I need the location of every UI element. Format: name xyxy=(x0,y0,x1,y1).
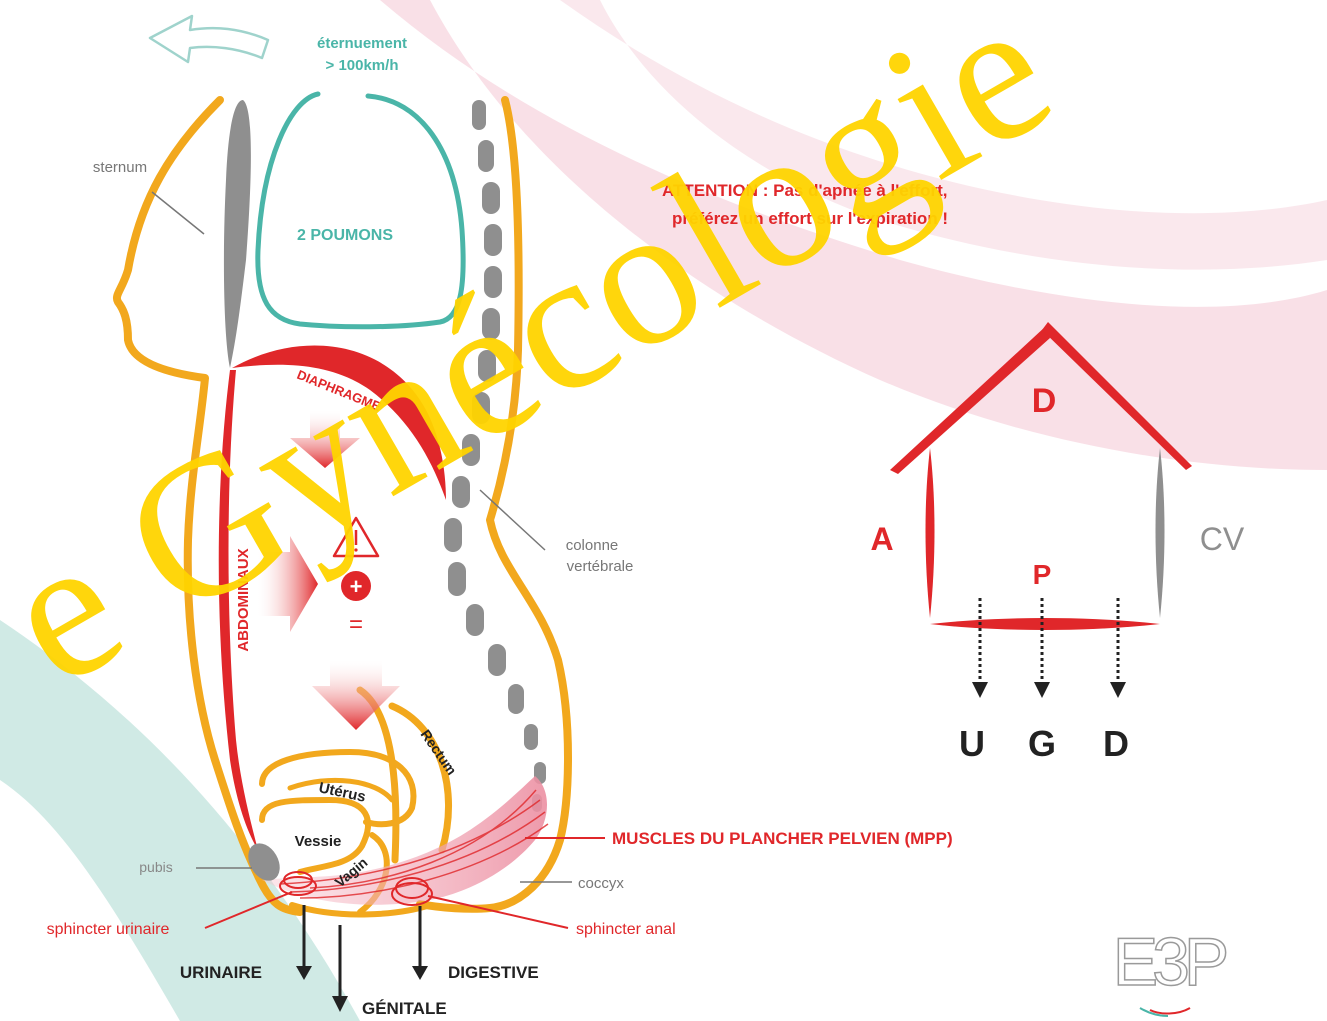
schema-output-g: G xyxy=(1028,723,1056,764)
sternum-bone xyxy=(224,100,251,368)
urinary-sphincter-label: sphincter urinaire xyxy=(47,921,170,938)
schema-wall-right xyxy=(1156,448,1165,618)
urinary-output-label: URINAIRE xyxy=(180,963,262,982)
schema-output-arrows xyxy=(980,598,1118,682)
equals-sign: = xyxy=(349,611,363,638)
e3p-logo: E3P xyxy=(1113,924,1226,1016)
logo-text: E3P xyxy=(1113,924,1226,1000)
sternum-label: sternum xyxy=(93,159,147,176)
pelvic-floor-label: MUSCLES DU PLANCHER PELVIEN (MPP) xyxy=(612,829,953,848)
genital-output-label: GÉNITALE xyxy=(362,999,447,1018)
sneeze-label-line1: éternuement xyxy=(317,35,407,52)
schema-floor xyxy=(930,618,1160,630)
schema-left-label: A xyxy=(870,521,893,557)
rectum-tube xyxy=(392,706,449,850)
rectum-label: Rectum xyxy=(418,727,461,778)
schema-output-u: U xyxy=(959,723,985,764)
plus-sign: + xyxy=(350,574,363,599)
anal-sphincter-pointer xyxy=(428,896,568,928)
coccyx-label: coccyx xyxy=(578,875,624,892)
lungs-label: 2 POUMONS xyxy=(297,227,393,244)
pressure-arrow-down-bottom xyxy=(312,660,400,730)
schema-right-label: CV xyxy=(1200,521,1245,557)
bladder-label: Vessie xyxy=(295,833,342,850)
schema-roof-label: D xyxy=(1032,382,1057,420)
sneeze-arrow-icon xyxy=(150,16,268,62)
schema-floor-label: P xyxy=(1033,559,1052,590)
schema-wall-left xyxy=(926,448,935,618)
spine-label-line2: vertébrale xyxy=(567,558,634,575)
digestive-output-label: DIGESTIVE xyxy=(448,963,539,982)
pubis-label: pubis xyxy=(139,859,172,875)
anal-sphincter-label: sphincter anal xyxy=(576,921,676,938)
spine-label-line1: colonne xyxy=(566,537,619,554)
sneeze-label-line2: > 100km/h xyxy=(326,57,399,74)
sternum-pointer xyxy=(152,192,204,234)
schema-output-d: D xyxy=(1103,723,1129,764)
